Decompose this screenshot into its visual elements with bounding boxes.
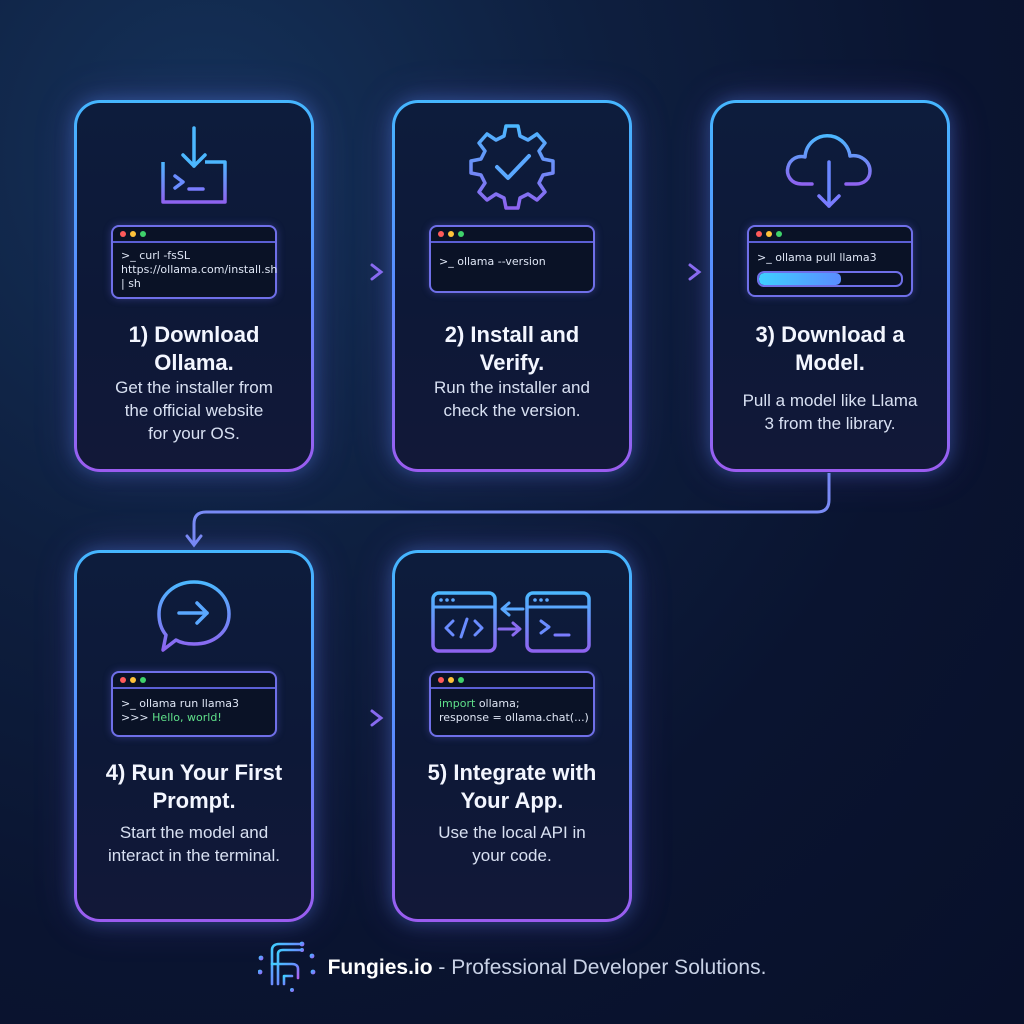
step-card-5: import ollama; response = ollama.chat(..… bbox=[392, 550, 632, 922]
terminal-titlebar bbox=[431, 227, 593, 243]
maximize-dot-icon bbox=[140, 677, 146, 683]
maximize-dot-icon bbox=[776, 231, 782, 237]
terminal-command-line: >_ ollama pull llama3 bbox=[757, 251, 877, 264]
chat-arrow-icon bbox=[77, 571, 311, 663]
maximize-dot-icon bbox=[458, 677, 464, 683]
progress-fill bbox=[759, 273, 842, 285]
code-exchange-icon bbox=[395, 571, 629, 663]
cloud-download-icon bbox=[713, 121, 947, 213]
terminal-command-url: https://ollama.com/install.sh bbox=[121, 263, 278, 276]
download-progress-bar bbox=[757, 271, 903, 287]
fungies-logo-icon bbox=[257, 938, 316, 998]
footer-brand: Fungies.io bbox=[327, 956, 433, 979]
code-line-import: import ollama; bbox=[439, 697, 520, 710]
terminal-window: import ollama; response = ollama.chat(..… bbox=[429, 671, 595, 737]
footer: Fungies.io - Professional Developer Solu… bbox=[0, 938, 1024, 998]
terminal-window: >_ ollama run llama3 >>> Hello, world! bbox=[111, 671, 277, 737]
close-dot-icon bbox=[120, 677, 126, 683]
download-terminal-icon bbox=[77, 121, 311, 213]
code-line-response: response = ollama.chat(...) bbox=[439, 711, 589, 724]
terminal-command-line: >_ ollama --version bbox=[439, 255, 546, 268]
close-dot-icon bbox=[438, 231, 444, 237]
step-card-1: >_ curl -fsSL https://ollama.com/install… bbox=[74, 100, 314, 472]
terminal-window: >_ curl -fsSL https://ollama.com/install… bbox=[111, 225, 277, 299]
arrow-3-to-4 bbox=[185, 473, 831, 548]
arrow-4-to-5 bbox=[314, 709, 384, 727]
minimize-dot-icon bbox=[766, 231, 772, 237]
minimize-dot-icon bbox=[130, 677, 136, 683]
close-dot-icon bbox=[438, 677, 444, 683]
terminal-titlebar bbox=[431, 673, 593, 689]
gear-check-icon bbox=[395, 121, 629, 213]
terminal-command-line: >_ curl -fsSL bbox=[121, 249, 190, 262]
terminal-command-line: >_ ollama run llama3 bbox=[121, 697, 240, 710]
terminal-titlebar bbox=[113, 227, 275, 243]
terminal-titlebar bbox=[113, 673, 275, 689]
maximize-dot-icon bbox=[140, 231, 146, 237]
close-dot-icon bbox=[756, 231, 762, 237]
footer-tagline: - Professional Developer Solutions. bbox=[438, 956, 767, 979]
arrow-2-to-3 bbox=[632, 263, 702, 281]
maximize-dot-icon bbox=[458, 231, 464, 237]
step-card-4: >_ ollama run llama3 >>> Hello, world! 4… bbox=[74, 550, 314, 922]
terminal-command-pipe: | sh bbox=[121, 277, 141, 290]
close-dot-icon bbox=[120, 231, 126, 237]
terminal-window: >_ ollama pull llama3 bbox=[747, 225, 913, 297]
arrow-1-to-2 bbox=[314, 263, 384, 281]
minimize-dot-icon bbox=[130, 231, 136, 237]
footer-text: Fungies.io - Professional Developer Solu… bbox=[328, 956, 767, 980]
minimize-dot-icon bbox=[448, 677, 454, 683]
minimize-dot-icon bbox=[448, 231, 454, 237]
terminal-output-line: >>> Hello, world! bbox=[121, 711, 222, 724]
terminal-titlebar bbox=[749, 227, 911, 243]
terminal-window: >_ ollama --version bbox=[429, 225, 595, 293]
